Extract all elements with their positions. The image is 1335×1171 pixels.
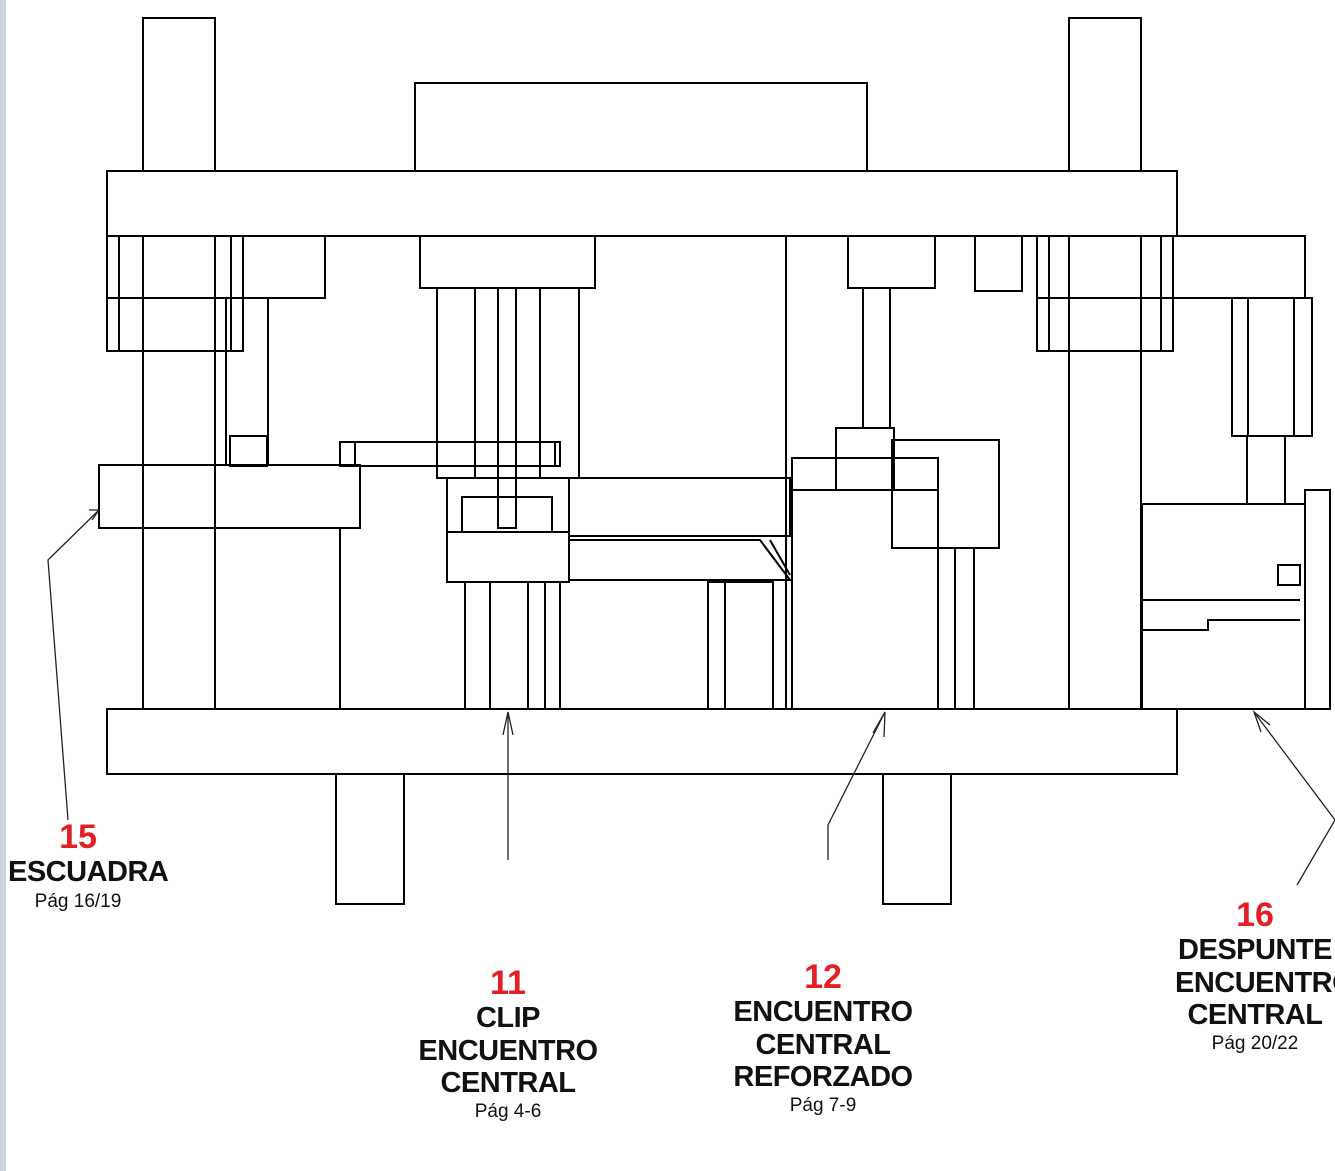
callout-16-name-line1: DESPUNTE	[1178, 934, 1332, 967]
callout-12-name-line2: CENTRAL REFORZADO	[733, 1028, 913, 1094]
encuentro-block	[791, 489, 939, 710]
guide-post-left-top	[142, 17, 216, 172]
bushing-left	[106, 235, 244, 352]
clip-block	[446, 477, 570, 583]
callout-15-number: 15	[59, 818, 97, 856]
lower-plate	[106, 708, 1178, 775]
callout-15: 15 ESCUADRA Pág 16/19	[8, 818, 169, 912]
callout-16-name-line2: ENCUENTRO	[1175, 966, 1335, 999]
upper-plate	[106, 170, 1178, 237]
callout-16: 16 DESPUNTE ENCUENTRO CENTRAL Pág 20/22	[1175, 896, 1335, 1055]
callout-15-name: ESCUADRA	[8, 856, 169, 889]
callout-15-page: Pág 16/19	[34, 890, 122, 912]
callout-12: 12 ENCUENTRO CENTRAL REFORZADO Pág 7-9	[668, 958, 978, 1117]
top-center-block	[414, 82, 868, 172]
leader-15	[47, 509, 100, 821]
guide-post-right	[1068, 235, 1142, 710]
guide-post-left	[142, 235, 216, 710]
despunte-block	[1141, 503, 1306, 710]
bushing-right	[1036, 235, 1174, 352]
leader-16	[1253, 711, 1335, 886]
callout-11-number: 11	[490, 964, 526, 1002]
callout-16-name-line3: CENTRAL	[1187, 999, 1323, 1032]
callout-11-page: Pág 4-6	[474, 1101, 542, 1123]
callout-11: 11 CLIP ENCUENTRO CENTRAL Pág 4-6	[408, 964, 608, 1123]
callout-11-name-line3: CENTRAL	[440, 1067, 576, 1100]
leader-12	[827, 711, 886, 860]
callout-11-name-line2: ENCUENTRO	[418, 1034, 598, 1067]
callout-11-name-line1: CLIP	[475, 1002, 541, 1035]
callout-16-page: Pág 20/22	[1211, 1033, 1299, 1055]
callout-12-name-line1: ENCUENTRO	[733, 996, 913, 1029]
guide-post-right-top	[1068, 17, 1142, 172]
escuadra-block	[98, 464, 361, 529]
callout-12-number: 12	[804, 958, 842, 996]
lower-leg-right	[882, 773, 952, 905]
callout-16-number: 16	[1236, 896, 1274, 934]
left-sidebar-strip	[0, 0, 6, 1171]
lower-leg-left	[335, 773, 405, 905]
callout-12-page: Pág 7-9	[789, 1095, 857, 1117]
